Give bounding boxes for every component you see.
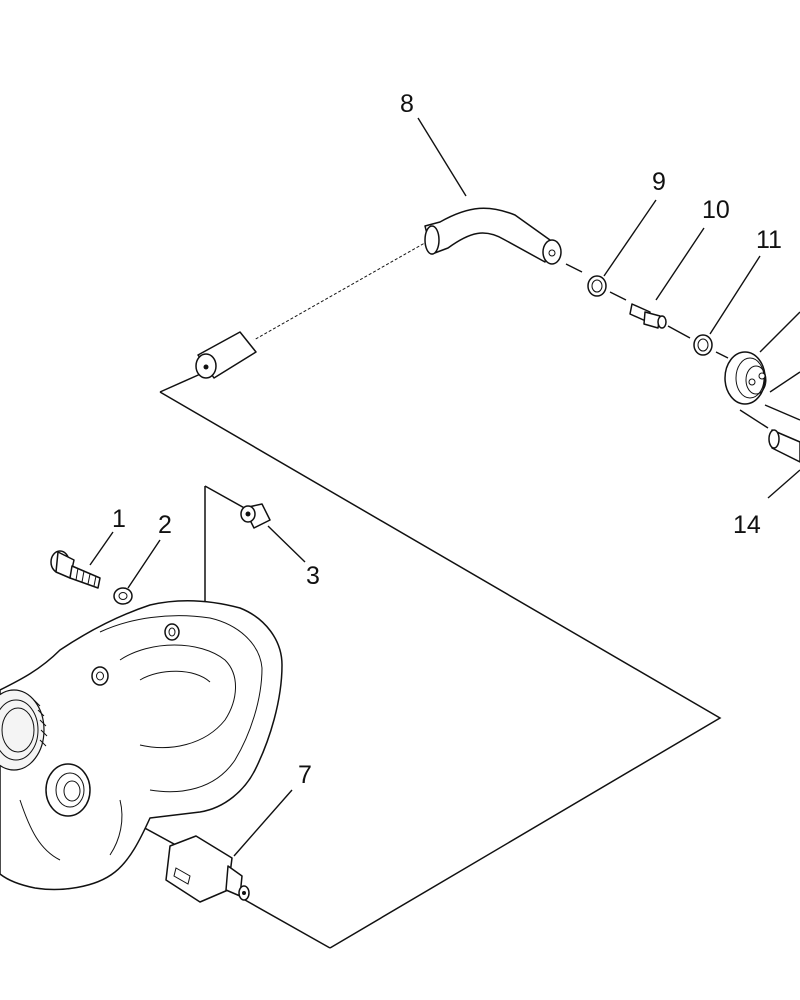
callout-3: 3 xyxy=(306,562,320,590)
spring-coil xyxy=(252,237,432,343)
pulley-icon xyxy=(724,351,767,405)
callout-1: 1 xyxy=(112,505,126,533)
screw-icon xyxy=(50,550,101,589)
washer-icon xyxy=(113,587,133,605)
callout-10: 10 xyxy=(702,196,730,224)
plug-icon xyxy=(240,503,271,529)
callout-2: 2 xyxy=(158,511,172,539)
leader-lines xyxy=(89,117,800,857)
callout-labels: 1 2 3 7 8 9 10 11 14 xyxy=(112,90,782,789)
o-ring-icon xyxy=(693,334,713,356)
o-ring-icon xyxy=(587,275,607,297)
callout-7: 7 xyxy=(298,761,312,789)
callout-11: 11 xyxy=(756,226,782,254)
fitting-icon xyxy=(165,835,250,903)
housing-icon xyxy=(0,599,283,891)
valve-icon xyxy=(629,303,667,329)
callout-14: 14 xyxy=(733,511,761,539)
callout-9: 9 xyxy=(652,168,666,196)
callout-8: 8 xyxy=(400,90,414,118)
rod-icon xyxy=(768,429,800,463)
tube-icon xyxy=(195,207,562,379)
